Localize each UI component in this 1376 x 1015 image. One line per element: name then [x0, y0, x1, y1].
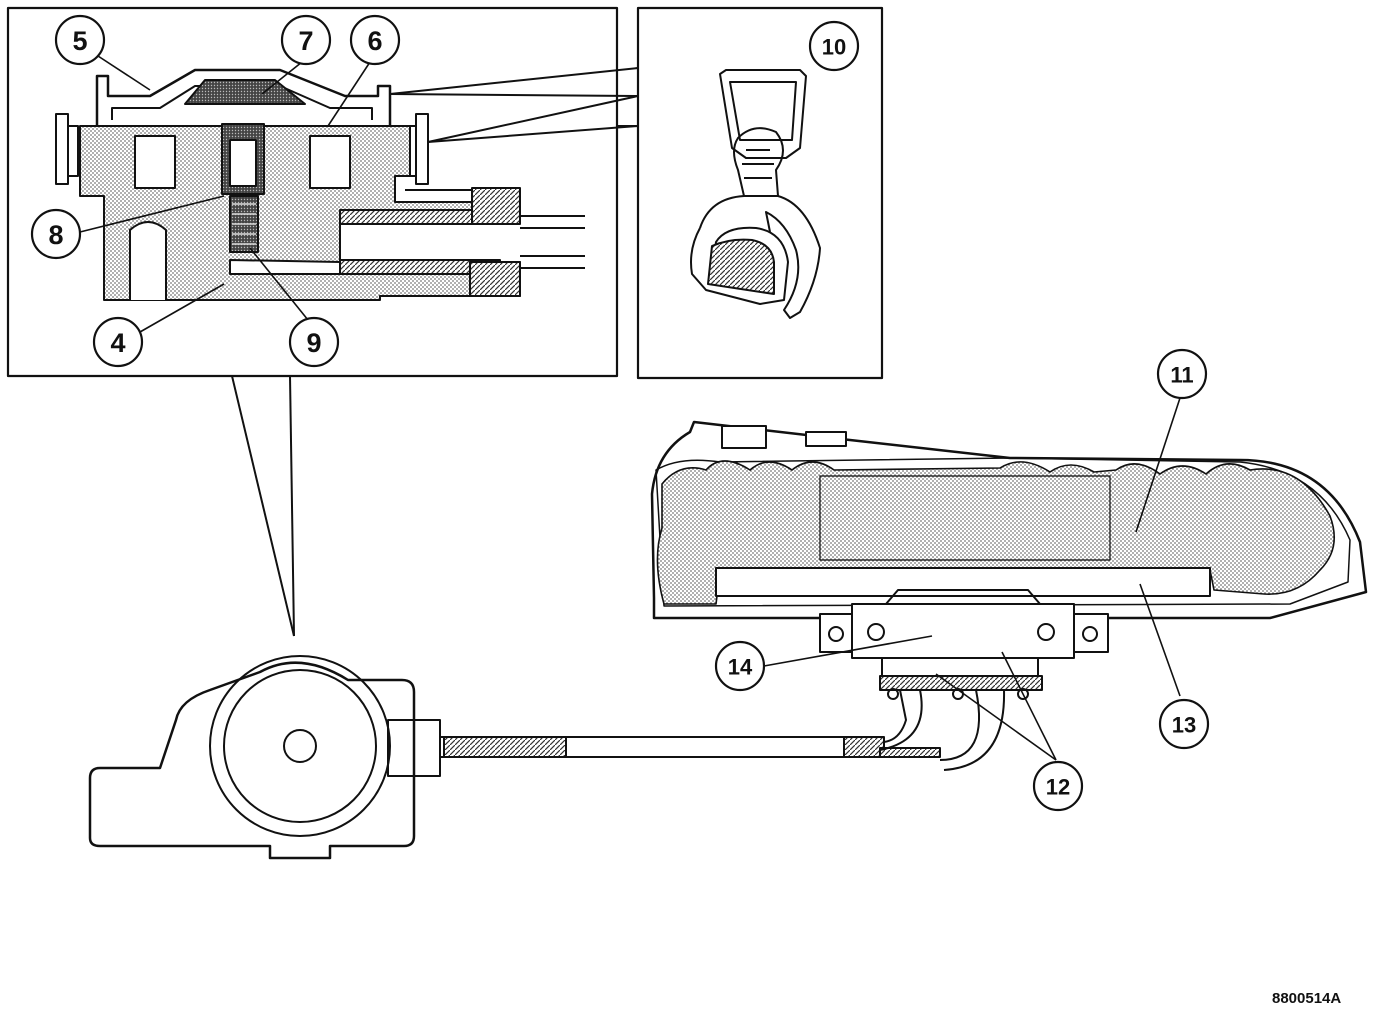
connector-detail-inset: [389, 6, 884, 380]
callout-12: 12: [1046, 775, 1070, 800]
callout-10-circle: [808, 20, 860, 72]
callout-13-circle: [1158, 698, 1210, 750]
callout-9-circle: [288, 316, 340, 368]
callout-5-circle: [54, 14, 106, 66]
figure-code: 8800514A: [1272, 990, 1341, 1007]
callout-leaders: [79, 55, 1181, 761]
callout-9: 9: [306, 328, 321, 358]
callout-10: 10: [822, 35, 846, 60]
callout-4: 4: [110, 328, 125, 358]
callout-11-circle: [1156, 348, 1208, 400]
vacuum-pump: [88, 655, 441, 860]
section-view-inset: [6, 6, 619, 637]
callout-8: 8: [48, 220, 63, 250]
callout-4-circle: [92, 316, 144, 368]
callout-circles: [30, 14, 1210, 812]
callout-11: 11: [1170, 363, 1193, 388]
vacuum-hose: [440, 736, 941, 758]
callout-7-circle: [280, 14, 332, 66]
callout-labels: 5 7 6 8 4 9 10 11 14 13 12: [48, 26, 1196, 800]
callout-14-circle: [714, 640, 766, 692]
callout-13: 13: [1172, 713, 1196, 738]
callout-5: 5: [72, 26, 87, 56]
callout-7: 7: [298, 26, 313, 56]
callout-12-circle: [1032, 760, 1084, 812]
callout-6: 6: [367, 26, 382, 56]
callout-6-circle: [349, 14, 401, 66]
vacuum-reservoir: [650, 420, 1368, 771]
callout-8-circle: [30, 208, 82, 260]
callout-14: 14: [728, 655, 753, 680]
